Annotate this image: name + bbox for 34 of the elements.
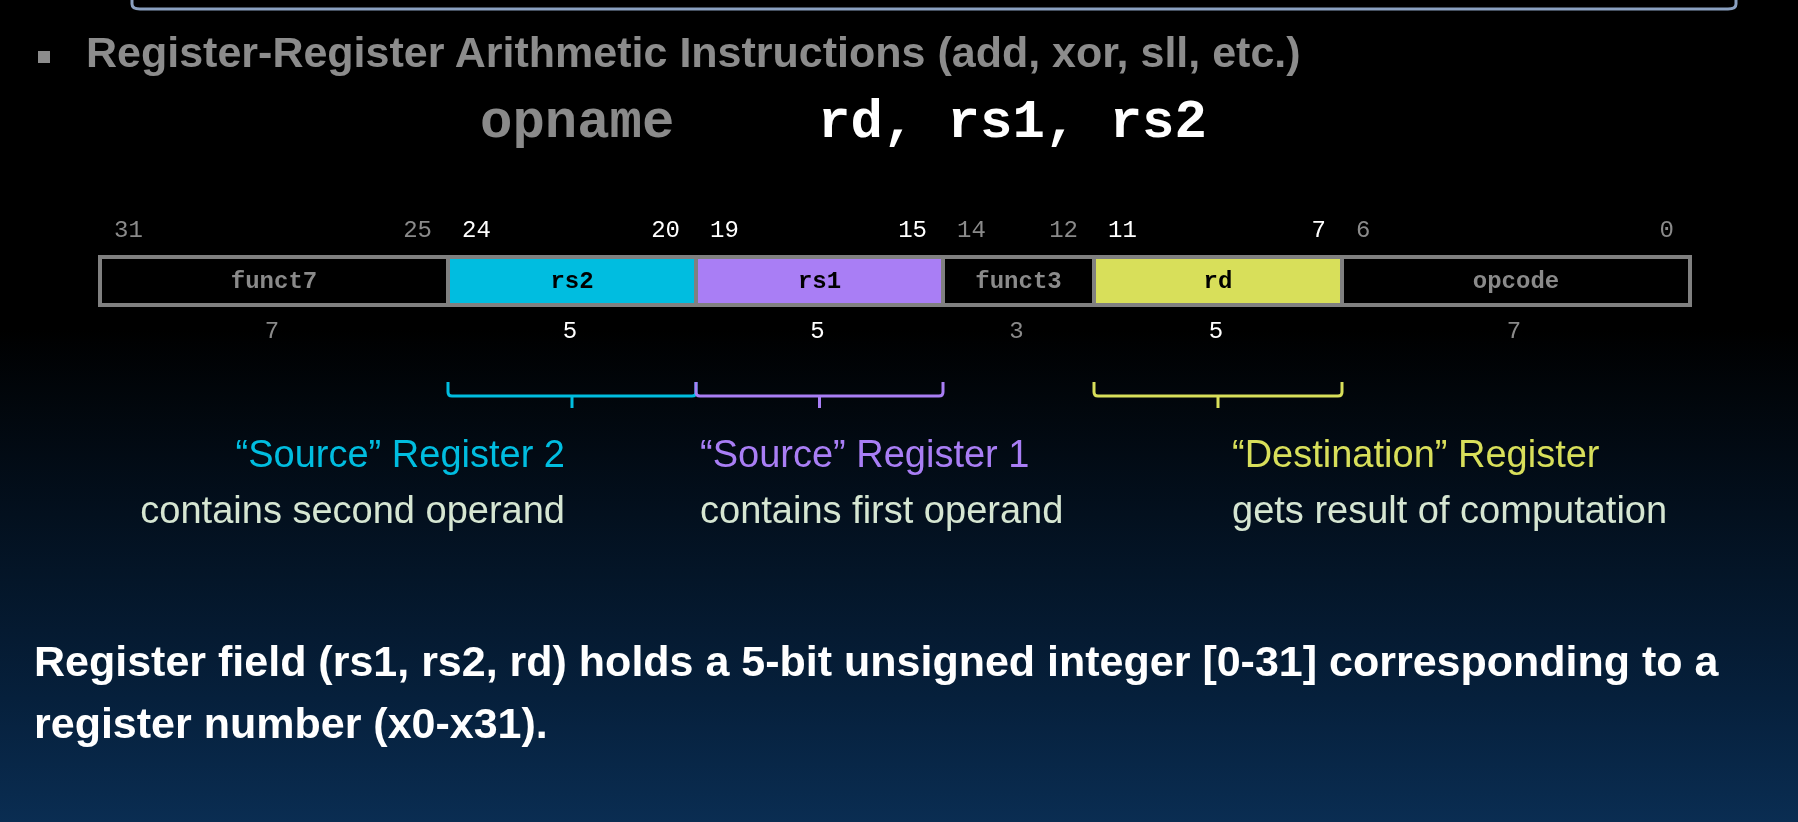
field-name: rs2 <box>550 267 594 295</box>
bit-number: 14 <box>957 217 986 244</box>
opcode-syntax: opname <box>480 92 675 153</box>
register-note: contains first operand <box>700 488 1064 533</box>
field-width: 5 <box>809 318 826 345</box>
register-heading: “Source” Register 1 <box>700 432 1031 477</box>
register-note: gets result of computation <box>1232 488 1668 533</box>
bit-number: 24 <box>462 217 491 244</box>
field-name: funct7 <box>230 267 318 295</box>
field-width: 7 <box>1505 318 1523 345</box>
operand-syntax: rd, rs1, rs2 <box>818 92 1207 153</box>
slide-heading: Register-Register Arithmetic Instructions (add, xor, sll, etc.) <box>86 28 1301 77</box>
bit-number: 31 <box>114 217 143 244</box>
bit-number: 7 <box>1311 217 1326 244</box>
bit-number: 0 <box>1659 217 1674 244</box>
field-width: 5 <box>1207 318 1225 345</box>
summary-text: Register field (rs1, rs2, rd) holds a 5-bit unsigned integer [0-31] corresponding to a register number (x0-x31). <box>34 636 1720 749</box>
bit-number: 25 <box>403 217 432 244</box>
field-name: rs1 <box>797 267 842 295</box>
register-heading: “Destination” Register <box>1232 432 1601 477</box>
register-note: contains second operand <box>140 488 565 533</box>
field-name: funct3 <box>975 267 1062 295</box>
field-name: rd <box>1203 267 1233 295</box>
bit-number: 20 <box>651 217 680 244</box>
field-width: 3 <box>1008 318 1025 345</box>
field-width: 5 <box>561 318 579 345</box>
register-heading: “Source” Register 2 <box>234 432 565 477</box>
bit-number: 15 <box>898 217 927 244</box>
bit-number: 19 <box>710 217 739 244</box>
bit-number: 11 <box>1108 217 1137 244</box>
bit-number: 6 <box>1356 217 1371 244</box>
bit-number: 12 <box>1049 217 1078 244</box>
field-width: 7 <box>263 318 281 345</box>
field-name: opcode <box>1472 267 1560 295</box>
